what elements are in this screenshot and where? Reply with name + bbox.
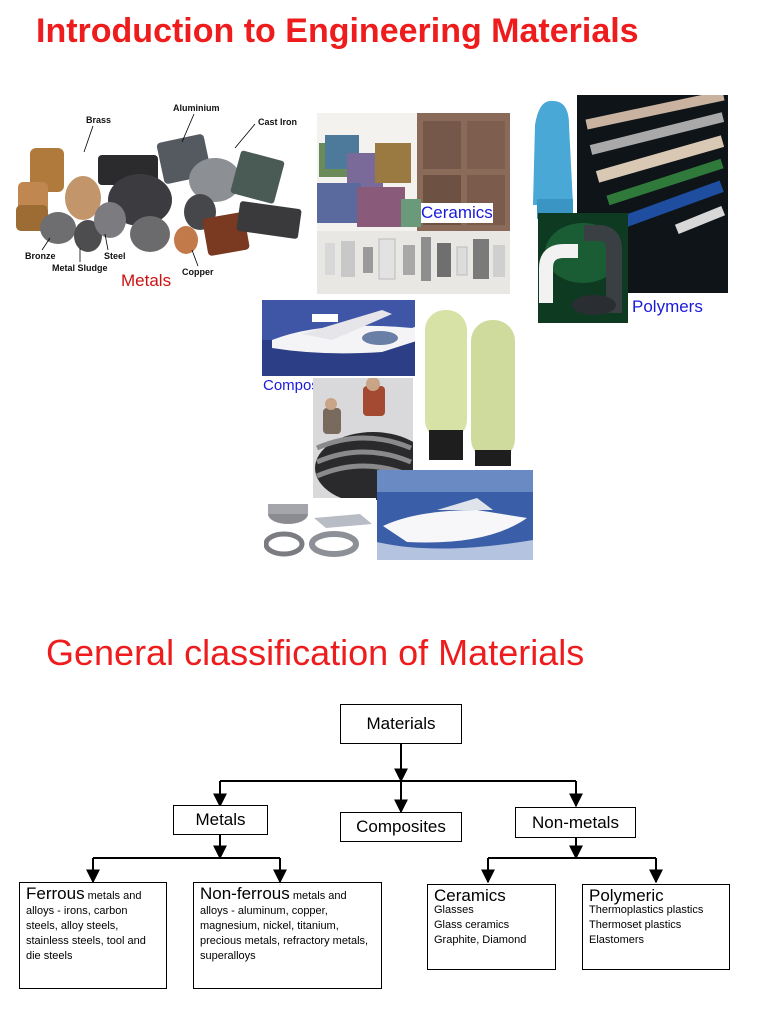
- polymeric-item: Thermoplastics plastics: [589, 904, 704, 916]
- ceramics-heading: Ceramics: [434, 886, 506, 905]
- polymeric-heading: Polymeric: [589, 886, 664, 905]
- ceramics-node: Ceramics Glasses Glass ceramics Graphite…: [427, 884, 556, 970]
- polymeric-node: Polymeric Thermoplastics plastics Thermo…: [582, 884, 730, 970]
- airplane-photo: [262, 300, 443, 376]
- composites-node: Composites: [340, 812, 462, 842]
- nonmetals-node: Non-metals: [515, 807, 636, 838]
- ceramics-item: Glasses: [434, 904, 474, 916]
- intro-title: Introduction to Engineering Materials: [36, 12, 639, 50]
- cast-iron-label: Cast Iron: [258, 117, 298, 127]
- ceramics-item: Glass ceramics: [434, 919, 510, 931]
- ceramics-photo-label: Ceramics: [421, 203, 493, 223]
- polymer-pipes-photo: [538, 213, 628, 323]
- metals-photo: [10, 100, 310, 295]
- classification-title: General classification of Materials: [46, 632, 585, 673]
- materials-node-label: Materials: [366, 714, 436, 733]
- copper-label: Copper: [182, 267, 214, 277]
- ferrous-node: Ferrous metals and alloys - irons, carbo…: [19, 882, 167, 989]
- speedboat-photo: [377, 470, 533, 560]
- composites-node-label: Composites: [356, 817, 446, 836]
- aluminium-label: Aluminium: [173, 103, 220, 113]
- nonferrous-node: Non-ferrous metals and alloys - aluminum…: [193, 882, 382, 989]
- ferrous-heading-tail: metals: [87, 890, 121, 902]
- brass-label: Brass: [86, 115, 112, 125]
- bronze-label: Bronze: [25, 251, 56, 261]
- tanks-photo: [415, 300, 521, 470]
- polymeric-item: Thermoset plastics: [589, 919, 682, 931]
- ferrous-description: and alloys - irons, carbon steels, alloy…: [26, 890, 146, 962]
- metals-node-label: Metals: [195, 810, 246, 829]
- rings-photo: [264, 498, 376, 562]
- polymeric-item: Elastomers: [589, 934, 645, 946]
- ceramics-item: Graphite, Diamond: [434, 934, 527, 946]
- materials-node: Materials: [340, 704, 462, 744]
- metals-photo-label: Metals: [121, 271, 172, 290]
- polymers-photo-label: Polymers: [632, 297, 703, 316]
- metals-node: Metals: [173, 805, 268, 835]
- nonferrous-heading: Non-ferrous: [200, 884, 290, 903]
- nonferrous-heading-tail: metals and: [292, 890, 347, 902]
- nonmetals-node-label: Non-metals: [532, 812, 619, 832]
- ferrous-heading: Ferrous: [26, 884, 85, 903]
- steel-label: Steel: [104, 251, 126, 261]
- metal-sludge-label: Metal Sludge: [52, 263, 108, 273]
- nonferrous-description: alloys - aluminum, copper, magnesium, ni…: [200, 905, 369, 962]
